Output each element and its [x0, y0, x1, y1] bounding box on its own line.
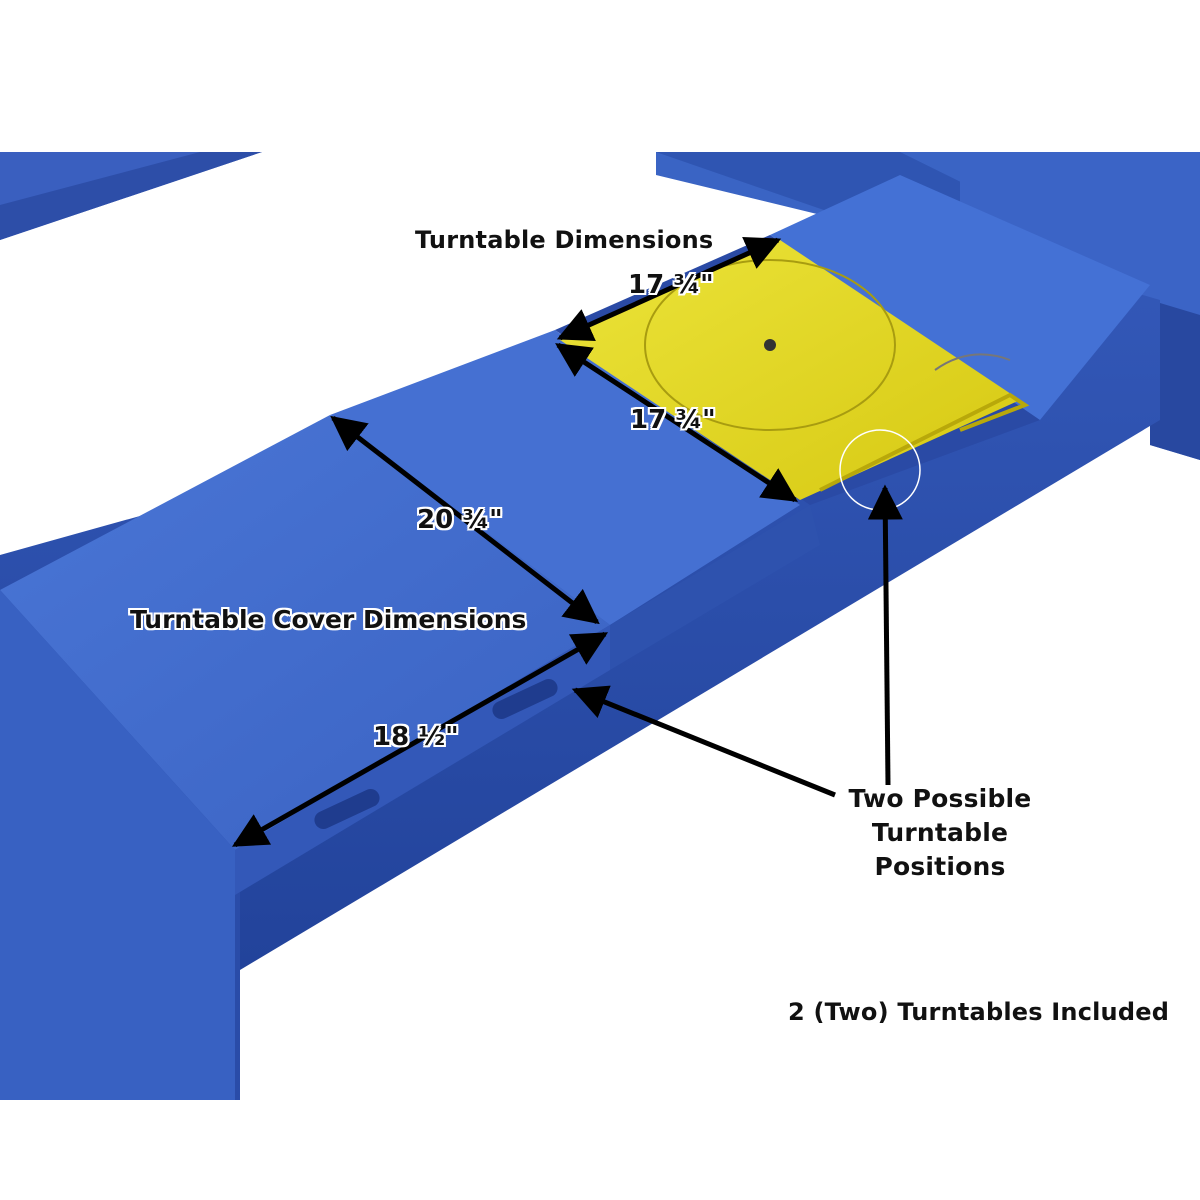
- cover-width-label: 20 ¾": [417, 505, 503, 535]
- arrow-cover-width: [330, 415, 600, 625]
- arrow-turntable-top: [556, 236, 782, 342]
- arrow-positions-loop: [867, 484, 903, 786]
- cover-dimensions-label: Turntable Cover Dimensions: [130, 605, 527, 634]
- arrow-positions-slot: [571, 685, 836, 798]
- positions-line-2: Turntable: [871, 818, 1009, 847]
- runway-front-left: [0, 590, 235, 1100]
- turntable-dimensions-label: Turntable Dimensions: [415, 226, 714, 254]
- runway-end-plate: [770, 175, 1150, 420]
- positions-line-3: Positions: [874, 852, 1006, 881]
- cover-right-edge: [610, 505, 820, 670]
- turntables-included-label: 2 (Two) Turntables Included: [788, 998, 1170, 1026]
- arrow-cover-length: [231, 631, 609, 848]
- arrow-turntable-left: [555, 342, 798, 503]
- background-runway-left: [0, 152, 262, 240]
- turntable-length-label: 17 ¾": [630, 405, 716, 435]
- positions-label: Two Possible Turntable Positions: [835, 782, 1045, 884]
- positions-line-1: Two Possible: [848, 784, 1032, 813]
- turntable-width-label: 17 ¾": [628, 270, 714, 300]
- cover-length-label: 18 ½": [373, 722, 459, 752]
